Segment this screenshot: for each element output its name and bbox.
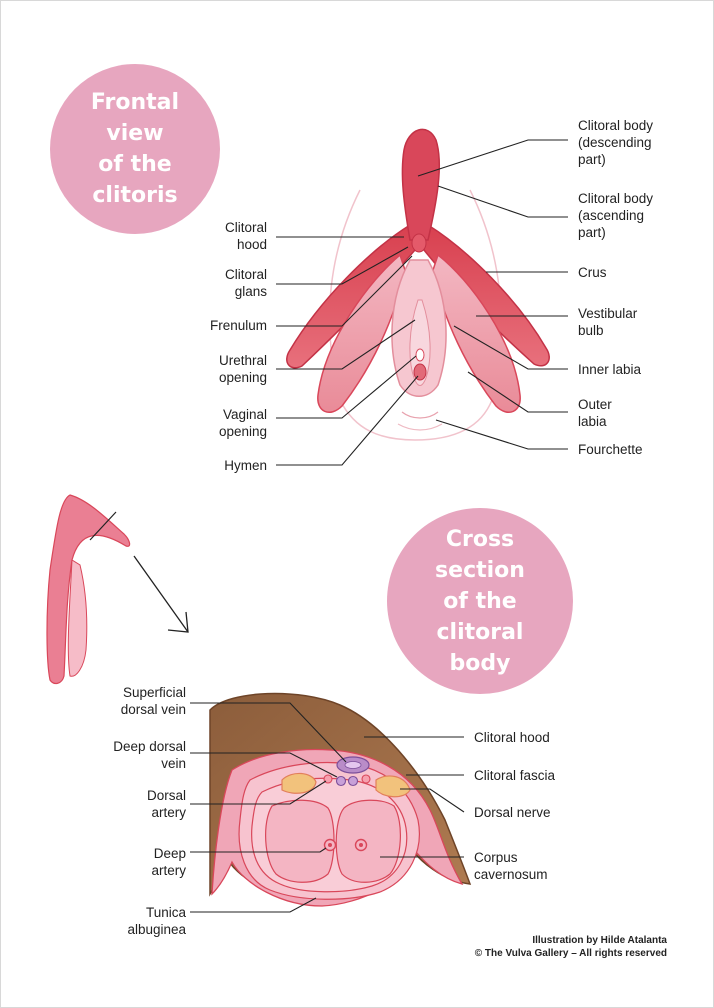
label-superficial-dorsal-vein: Superficial dorsal vein [120,685,186,717]
left-dorsal-nerve [281,772,317,794]
label-clitoral-fascia: Clitoral fascia [474,768,556,783]
label-vestibular-bulb: Vestibular bulb [578,306,638,338]
arrow-icon [133,555,189,633]
right-vestibular-bulb [432,253,521,414]
urethral-opening-mark [415,348,425,362]
left-corpus-cavernosum [265,799,335,883]
label-frenulum: Frenulum [209,318,267,333]
cross-leader-lines [190,702,465,913]
label-urethral-opening: Urethral opening [218,353,267,385]
frontal-view-badge: Frontal view of the clitoris [50,64,220,234]
clitoral-glans [411,233,427,253]
label-corpus-cavernosum: Corpus cavernosum [474,850,548,882]
label-hymen: Hymen [224,458,267,473]
vestibule [409,299,431,386]
left-vestibular-bulb [317,253,406,414]
label-deep-artery: Deep artery [151,846,186,878]
frontal-view-title: Frontal view of the clitoris [90,90,180,208]
right-dorsal-nerve [375,775,411,798]
clitoris-side-icon [46,494,131,685]
label-fourchette: Fourchette [578,442,643,457]
cross-section-title: Cross section of the clitoral body [435,526,525,676]
label-clitoral-body-ascending: Clitoral body (ascending part) [578,191,654,240]
label-clitoral-body-descending: Clitoral body (descending part) [578,118,654,167]
illustration-credit: Illustration by Hilde Atalanta © The Vul… [474,935,667,959]
label-clitoral-hood-cross: Clitoral hood [474,730,550,745]
label-tunica-albuginea: Tunica albuginea [127,905,186,937]
vaginal-opening-mark [413,363,427,381]
label-outer-labia: Outer labia [578,397,612,429]
label-inner-labia: Inner labia [578,362,642,377]
label-vaginal-opening: Vaginal opening [218,407,267,439]
deep-dorsal-vein-mark [335,775,347,787]
cross-section-badge: Cross section of the clitoral body [387,508,573,694]
cross-section-drawing [209,692,472,907]
label-crus: Crus [578,265,607,280]
label-deep-dorsal-vein: Deep dorsal vein [113,739,186,771]
label-clitoral-hood: Clitoral hood [224,220,267,252]
clitoral-body [401,128,441,241]
label-clitoral-glans: Clitoral glans [224,267,267,299]
fourchette-mark [401,411,439,419]
frontal-leader-lines [276,139,568,466]
right-corpus-cavernosum [335,799,401,883]
label-dorsal-artery: Dorsal artery [146,788,186,820]
label-dorsal-nerve: Dorsal nerve [474,805,551,820]
frontal-clitoris-drawing [286,128,550,441]
